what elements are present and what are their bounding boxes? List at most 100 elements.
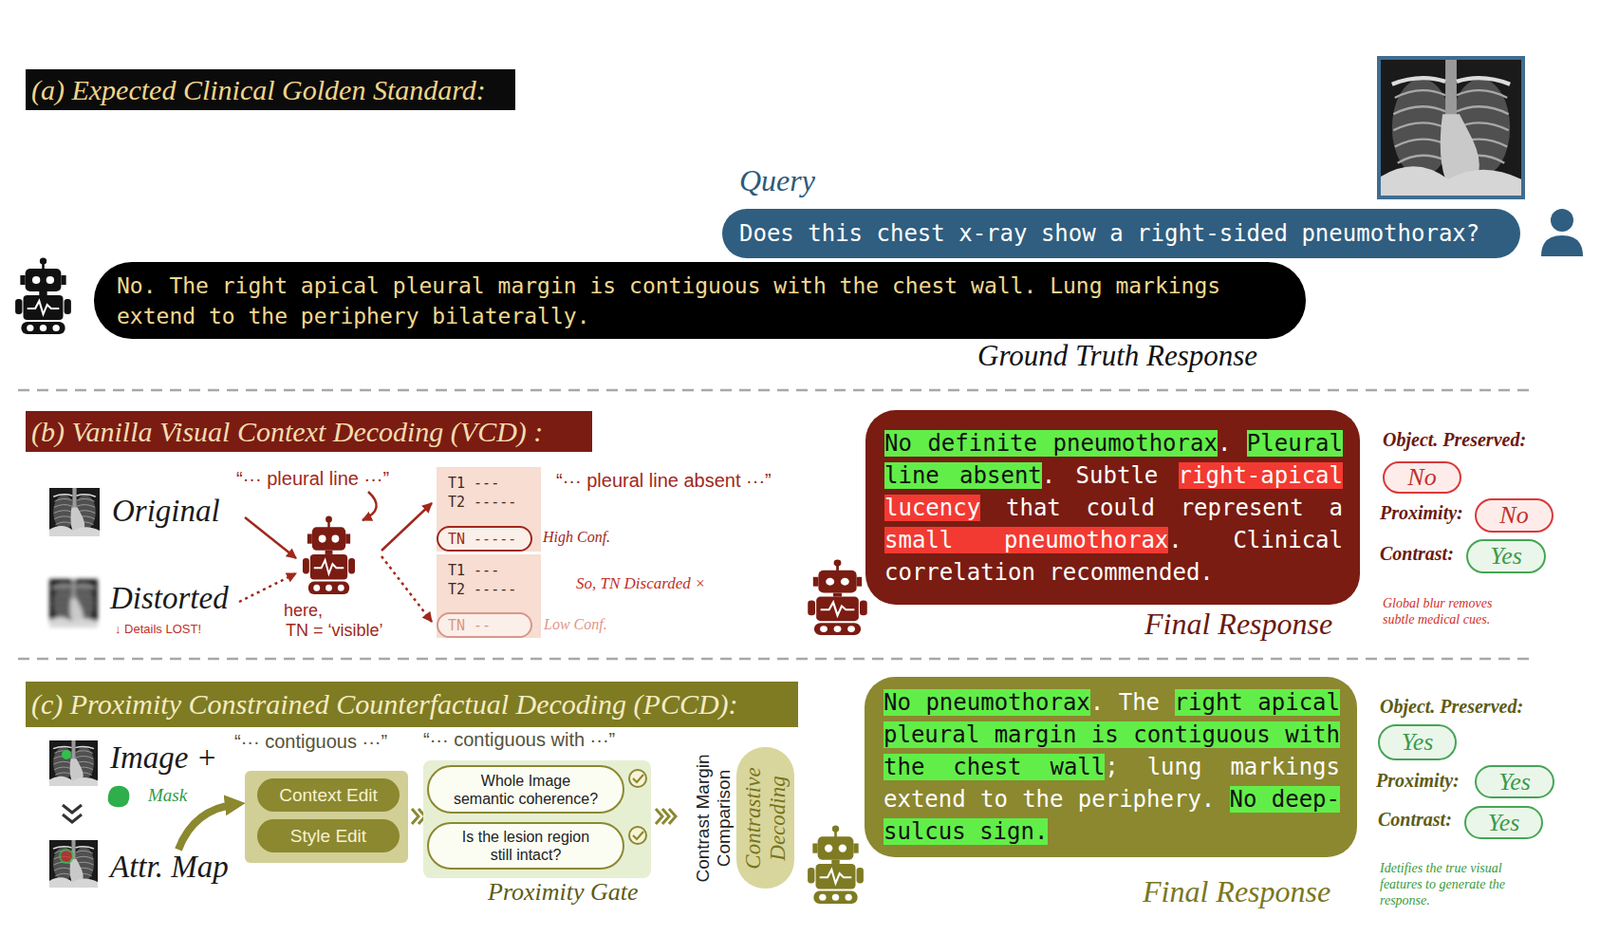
node-text: No. The right apical pleural margin is c… — [116, 270, 1287, 332]
note-label: Idetifies the true visual features to ge… — [1379, 859, 1527, 909]
node-text: No — [1499, 501, 1528, 530]
node-text: No pneumothorax. The right apical pleura… — [883, 686, 1340, 848]
vertical-label: Contrast Margin Comparison — [692, 746, 735, 890]
section-divider — [18, 389, 1529, 392]
node-text: Yes — [1488, 808, 1521, 838]
down-chevrons — [62, 804, 82, 822]
attribution-thumbnail — [49, 839, 98, 888]
node-text: T1 --- — [447, 560, 541, 580]
verdict-pill: Yes — [1474, 764, 1555, 799]
confidence-label: Low Conf. — [543, 615, 608, 633]
caption-label: Ground Truth Response — [977, 338, 1258, 373]
criterion-label: Proximity: — [1379, 502, 1464, 524]
edit-pill: Style Edit — [257, 818, 400, 853]
section-banner: (b) Vanilla Visual Context Decoding (VCD… — [25, 410, 593, 452]
output-arrow — [381, 502, 432, 551]
highlight: small pneumothorax — [884, 526, 1169, 554]
note-label: So, TN Discarded × — [576, 574, 706, 594]
robot-icon — [15, 258, 72, 335]
highlight: No deep-sulcus sign. — [883, 785, 1340, 845]
verdict-pill: Yes — [1464, 805, 1544, 839]
input-label: Original — [111, 493, 221, 529]
node-text: Yes — [1489, 541, 1523, 571]
node-text: T2 ----- — [447, 492, 541, 512]
verdict-pill: Yes — [1466, 539, 1546, 574]
output-arrow-dotted — [381, 556, 432, 622]
response-box: No pneumothorax. The right apical pleura… — [864, 676, 1358, 857]
edit-panel — [244, 770, 409, 863]
robot-icon — [807, 558, 868, 635]
node-text: Is the lesion region still intact? — [450, 827, 601, 864]
node-text: Does this chest x-ray show a right-sided… — [739, 220, 1480, 247]
input-label: Attr. Map — [110, 849, 229, 885]
verdict-pill: No — [1474, 498, 1554, 533]
user-icon — [1541, 208, 1583, 257]
loop-arrow — [362, 491, 377, 521]
drawing-part — [1550, 208, 1574, 232]
decoding-pill: Contrastive Decoding — [736, 746, 795, 889]
note-label: Global blur removes subtle medical cues. — [1382, 595, 1516, 628]
criterion-label: Contrast: — [1379, 542, 1454, 565]
node-text: No definite pneumothorax. Pleural line a… — [884, 427, 1343, 589]
robot-icon — [807, 825, 864, 904]
quote-label: “··· contiguous with ···” — [423, 728, 615, 751]
flow-chevrons — [655, 808, 676, 824]
node-text: Contrastive Decoding — [741, 751, 791, 885]
note-label: ↓ Details LOST! — [114, 621, 202, 636]
node-text: T1 --- — [447, 473, 541, 493]
criterion-label: Object. Preserved: — [1382, 428, 1526, 451]
node-text: Yes — [1401, 727, 1434, 757]
drawing-part — [1541, 235, 1583, 257]
section-divider — [18, 657, 1529, 661]
input-arrow-dotted — [239, 573, 297, 602]
gate-question: Is the lesion region still intact? — [427, 821, 625, 870]
verdict-pill: Yes — [1377, 724, 1457, 761]
section-banner: (a) Expected Clinical Golden Standard: — [25, 69, 516, 111]
section-banner: (c) Proximity Constrained Counterfactual… — [25, 681, 799, 727]
quote-label: “··· pleural line absent ···” — [556, 469, 772, 492]
node-text: TN ----- — [447, 530, 517, 548]
criterion-label: Object. Preserved: — [1379, 695, 1524, 718]
chest-xray — [1380, 59, 1522, 196]
caption-label: Final Response — [1142, 874, 1331, 910]
mask-label: Mask — [148, 784, 187, 806]
highlight: No pneumothorax — [883, 688, 1091, 716]
token-pill: TN ----- — [436, 525, 533, 552]
query-bubble: Does this chest x-ray show a right-sided… — [722, 208, 1521, 259]
node-text: Style Edit — [290, 825, 367, 847]
verdict-pill: No — [1382, 461, 1462, 494]
edit-pill: Context Edit — [257, 778, 400, 812]
node-text: Yes — [1498, 767, 1531, 797]
token-pill: TN -- — [436, 612, 533, 638]
mask-blob — [108, 785, 131, 808]
node-text: TN -- — [447, 616, 491, 634]
xray-frame — [1376, 55, 1526, 200]
node-text: Context Edit — [279, 784, 378, 806]
node-text: (c) Proximity Constrained Counterfactual… — [31, 688, 739, 721]
response-box: No definite pneumothorax. Pleural line a… — [865, 409, 1360, 605]
confidence-label: High Conf. — [542, 528, 611, 546]
note-label: here, — [283, 600, 323, 621]
quote-label: “··· pleural line ···” — [236, 467, 390, 490]
gate-panel: Proximity GateWhole Image semantic coher… — [423, 760, 652, 878]
input-label: Image + — [110, 740, 218, 776]
node-text: (b) Vanilla Visual Context Decoding (VCD… — [31, 415, 543, 448]
criterion-label: Proximity: — [1376, 769, 1460, 792]
robot-icon — [302, 516, 355, 595]
token-panel: T1 ---T2 ----- TN ----- — [436, 466, 541, 552]
criterion-label: Contrast: — [1377, 808, 1452, 831]
token-panel: T1 ---T2 ----- TN -- — [436, 554, 541, 638]
query-label: Query — [739, 163, 816, 199]
caption-label: Final Response — [1144, 606, 1333, 642]
node-text: T2 ----- — [447, 579, 541, 599]
xray-thumbnail — [49, 487, 100, 537]
highlight: No definite pneumothorax — [884, 429, 1218, 457]
note-label: TN = ‘visible’ — [285, 620, 384, 641]
node-text: No — [1407, 463, 1436, 492]
answer-bubble: No. The right apical pleural margin is c… — [93, 261, 1306, 339]
node-text: Whole Image semantic coherence? — [450, 771, 601, 808]
gate-question: Whole Image semantic coherence? — [427, 764, 625, 814]
distorted-xray-thumbnail — [49, 578, 98, 628]
node-text: (a) Expected Clinical Golden Standard: — [31, 74, 486, 107]
